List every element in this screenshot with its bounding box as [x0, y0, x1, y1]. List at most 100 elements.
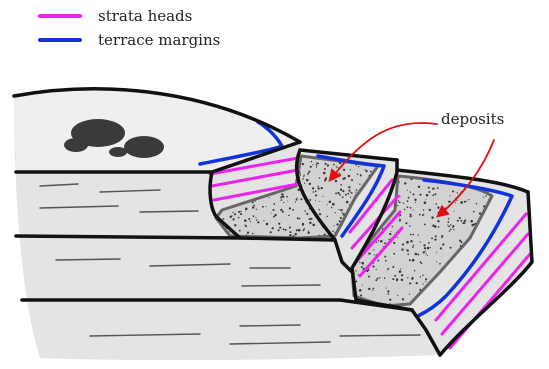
deposit-speckle — [426, 194, 428, 196]
deposit-speckle — [412, 246, 414, 248]
deposit-speckle — [333, 164, 335, 166]
deposit-speckle — [392, 278, 394, 280]
deposit-speckle — [234, 213, 236, 215]
bedding-line — [340, 335, 420, 336]
deposit-speckle — [351, 192, 353, 194]
deposit-speckle — [402, 243, 404, 245]
deposit-speckle — [431, 216, 433, 218]
deposit-speckle — [427, 255, 428, 256]
deposit-speckle — [296, 229, 298, 231]
deposit-speckle — [361, 262, 364, 265]
deposit-speckle — [256, 219, 257, 220]
deposit-speckle — [366, 170, 368, 172]
deposit-speckle — [417, 253, 419, 255]
deposit-speckle — [448, 218, 450, 220]
deposit-speckle — [306, 213, 308, 215]
deposit-speckle — [355, 280, 357, 282]
deposit-speckle — [337, 167, 338, 168]
deposit-speckle — [240, 211, 241, 212]
deposit-speckle — [427, 247, 430, 250]
deposit-speckle — [464, 219, 466, 221]
deposit-speckle — [274, 214, 276, 216]
deposit-speckle — [437, 220, 439, 222]
deposit-speckle — [364, 169, 365, 170]
deposit-speckle — [307, 173, 309, 175]
deposit-speckle — [410, 240, 412, 242]
deposit-speckle — [387, 269, 389, 271]
deposit-speckle — [230, 216, 232, 218]
deposit-speckle — [450, 247, 452, 249]
deposit-speckle — [309, 218, 311, 220]
deposit-speckle — [374, 254, 375, 255]
deposit-speckle — [437, 187, 439, 189]
deposit-speckle — [303, 229, 305, 231]
deposit-speckle — [234, 224, 236, 226]
deposit-speckle — [345, 194, 347, 196]
deposit-speckle — [370, 171, 372, 173]
deposit-speckle — [327, 164, 329, 166]
deposit-speckle — [368, 252, 370, 254]
deposit-speckle — [343, 169, 345, 171]
deposit-speckle — [245, 208, 248, 211]
deposit-speckle — [412, 259, 415, 262]
deposit-speckle — [414, 199, 416, 201]
deposit-speckle — [245, 225, 247, 227]
deposit-speckle — [255, 217, 256, 218]
deposit-speckle — [413, 245, 414, 246]
deposit-speckle — [283, 202, 284, 203]
deposit-speckle — [335, 192, 337, 194]
deposit-speckle — [327, 204, 328, 205]
deposit-speckle — [462, 222, 464, 224]
deposit-speckle — [462, 201, 463, 202]
deposit-speckle — [346, 201, 349, 204]
deposit-speckle — [300, 175, 301, 176]
deposit-speckle — [384, 242, 386, 244]
deposit-speckle — [425, 251, 426, 252]
deposit-speckle — [473, 211, 475, 213]
deposit-speckle — [336, 166, 337, 167]
deposit-speckle — [252, 206, 254, 208]
deposit-speckle — [244, 219, 247, 222]
deposit-speckle — [466, 201, 467, 202]
deposit-speckle — [348, 186, 350, 188]
deposit-speckle — [457, 200, 458, 201]
deposit-speckle — [459, 217, 461, 219]
deposit-speckle — [397, 237, 398, 238]
deposit-speckle — [317, 186, 318, 187]
deposit-speckle — [397, 295, 398, 296]
deposit-speckle — [393, 253, 395, 255]
deposit-speckle — [428, 187, 430, 189]
deposit-speckle — [273, 203, 275, 205]
deposit-speckle — [409, 225, 410, 226]
deposit-speckle — [335, 212, 336, 213]
deposit-speckle — [407, 206, 409, 208]
deposit-speckle — [450, 224, 451, 225]
deposit-speckle — [385, 260, 387, 262]
deposit-speckle — [351, 179, 353, 181]
deposit-speckle — [407, 277, 408, 278]
deposit-speckle — [250, 221, 251, 222]
deposit-speckle — [342, 196, 344, 198]
deposit-speckle — [436, 261, 437, 262]
deposit-speckle — [409, 259, 411, 261]
deposit-speckle — [248, 218, 250, 220]
deposit-speckle — [316, 164, 317, 165]
deposit-speckle — [240, 213, 242, 215]
deposit-speckle — [350, 169, 351, 170]
deposit-speckle — [447, 221, 449, 223]
deposit-speckle — [413, 234, 415, 236]
deposit-speckle — [355, 192, 356, 193]
deposit-speckle — [423, 251, 425, 253]
deposit-speckle — [483, 197, 484, 198]
deposit-speckle — [319, 201, 320, 202]
deposit-speckle — [407, 200, 409, 202]
deposit-speckle — [239, 230, 241, 232]
deposit-speckle — [426, 253, 427, 254]
deposit-speckle — [223, 218, 225, 220]
deposit-speckle — [272, 227, 274, 229]
deposit-speckle — [413, 193, 415, 195]
deposit-speckle — [273, 209, 275, 211]
deposit-speckle — [373, 288, 375, 290]
deposit-speckle — [452, 190, 454, 192]
deposit-speckle — [270, 231, 272, 233]
